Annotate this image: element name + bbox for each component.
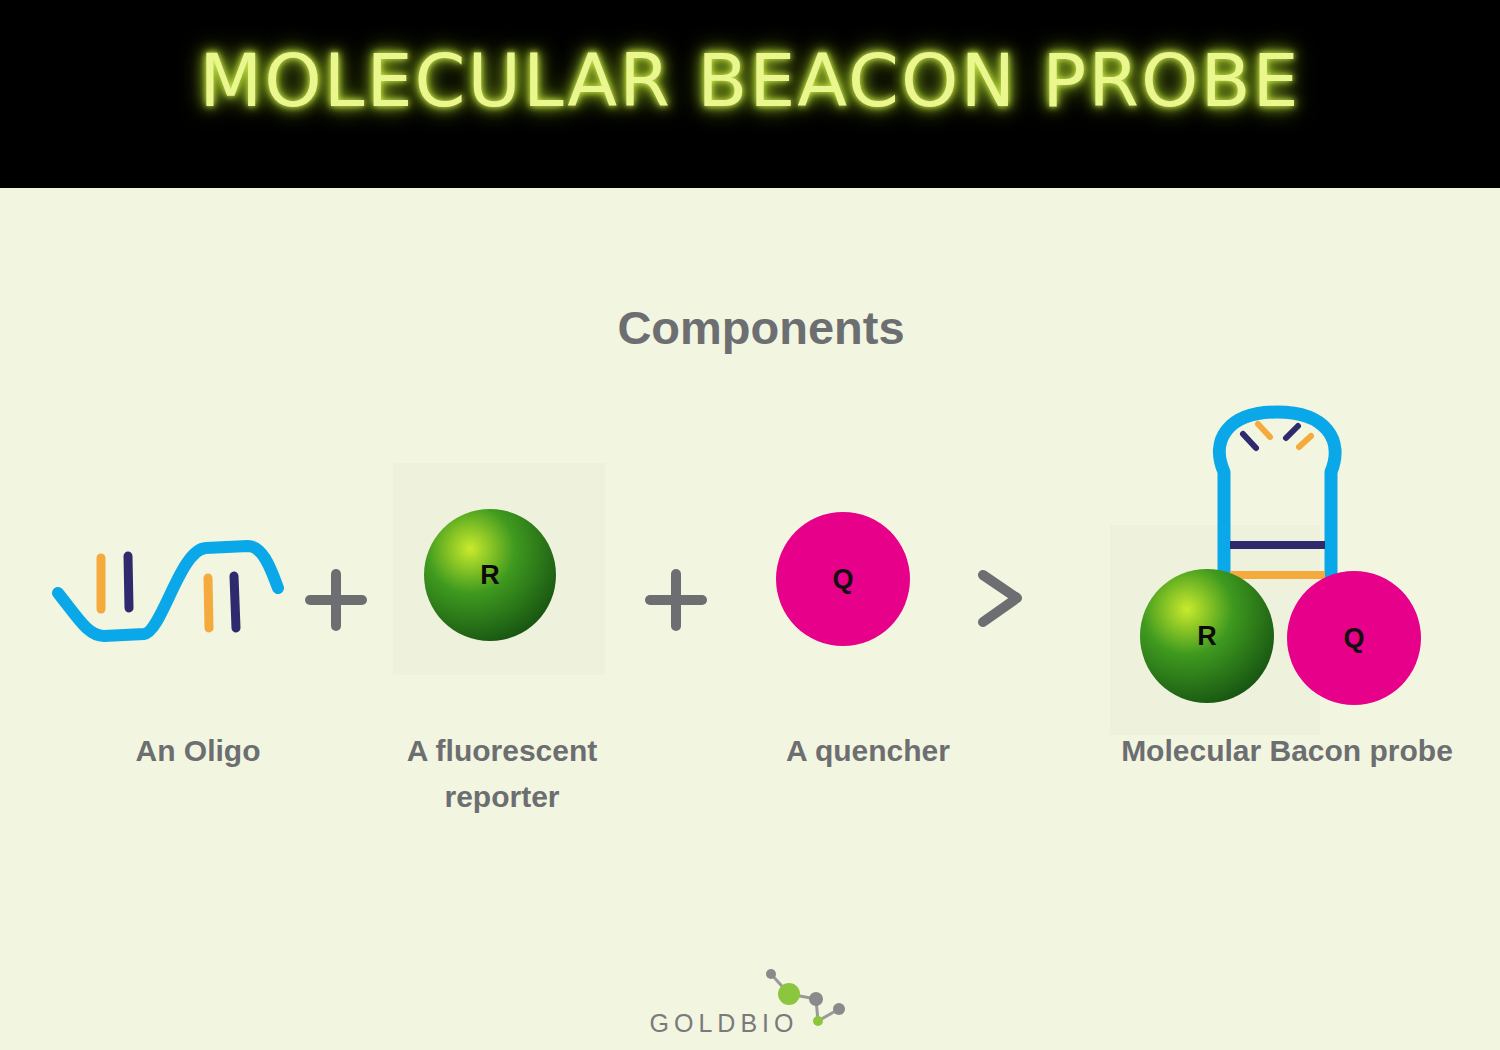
quencher-circle: Q: [1287, 571, 1421, 705]
circle-letter: R: [424, 509, 556, 641]
circle-shape: [1140, 569, 1274, 703]
circle-letter: Q: [1287, 571, 1421, 705]
section-heading: Components: [511, 292, 1011, 363]
oligo-strand: [58, 546, 278, 636]
circle-shape: [424, 509, 556, 641]
component-caption: A fluorescent reporter: [377, 728, 627, 819]
reporter-circle: R: [424, 509, 556, 641]
reporter-circle: R: [1140, 569, 1274, 703]
circle-shape: [1287, 571, 1421, 705]
circle-letter: R: [1140, 569, 1274, 703]
component-caption: An Oligo: [68, 728, 328, 774]
component-caption: A quencher: [728, 728, 1008, 774]
hairpin-probe: [1219, 412, 1335, 592]
logo-text: GOLDBIO: [614, 1010, 834, 1038]
backdrop: [393, 463, 605, 675]
operator-symbol: [310, 574, 1017, 626]
circle-letter: Q: [776, 512, 910, 646]
page-title: MOLECULAR BEACON PROBE: [0, 38, 1500, 123]
quencher-circle: Q: [776, 512, 910, 646]
circle-shape: [776, 512, 910, 646]
header-band: [0, 0, 1500, 188]
component-caption: Molecular Bacon probe: [1082, 728, 1492, 774]
